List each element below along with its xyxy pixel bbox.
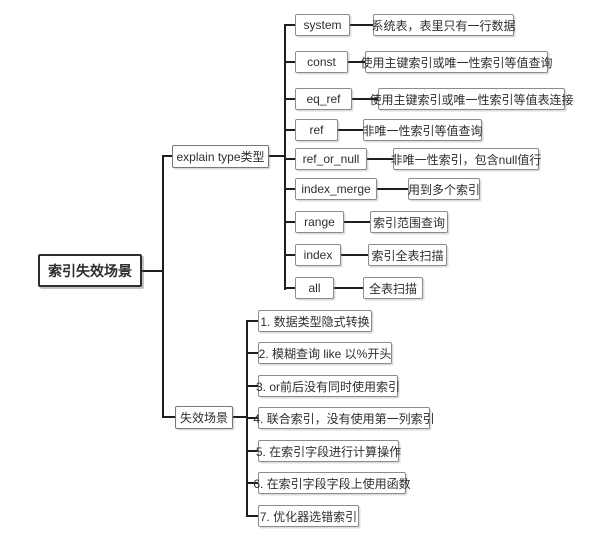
node-desc-ref-or-null[interactable]: 非唯一性索引，包含null值行 [391, 148, 541, 170]
connector-line [162, 155, 164, 418]
node-scenario-4[interactable]: 4. 联合索引，没有使用第一列索引 [253, 407, 435, 429]
node-desc-ref[interactable]: 非唯一性索引等值查询 [363, 119, 483, 141]
node-desc-const[interactable]: 使用主键索引或唯一性索引等值查询 [361, 51, 553, 73]
connector-line [246, 385, 268, 387]
node-term-all[interactable]: all [295, 277, 334, 299]
node-desc-eq-ref[interactable]: 使用主键索引或唯一性索引等值表连接 [370, 88, 574, 110]
node-desc-index-merge[interactable]: 用到多个索引 [408, 178, 480, 200]
node-term-range[interactable]: range [295, 211, 344, 233]
connector-line [225, 416, 248, 418]
connector-line [246, 450, 268, 452]
node-scenario-7[interactable]: 7. 优化器选错索引 [258, 505, 359, 527]
connector-line [162, 416, 182, 418]
node-term-system[interactable]: system [295, 14, 350, 36]
node-scenario-1[interactable]: 1. 数据类型隐式转换 [258, 310, 372, 332]
node-term-index-merge[interactable]: index_merge [295, 178, 377, 200]
node-desc-range[interactable]: 索引范围查询 [370, 211, 448, 233]
connector-line [246, 352, 268, 354]
connector-line [246, 417, 268, 419]
connector-line [246, 482, 268, 484]
node-desc-all[interactable]: 全表扫描 [363, 277, 423, 299]
node-term-const[interactable]: const [295, 51, 348, 73]
node-scenario-6[interactable]: 6. 在索引字段字段上使用函数 [253, 472, 411, 494]
connector-line [284, 24, 286, 290]
node-term-ref-or-null[interactable]: ref_or_null [295, 148, 367, 170]
node-root[interactable]: 索引失效场景 [38, 254, 142, 287]
node-scenario-5[interactable]: 5. 在索引字段进行计算操作 [256, 440, 401, 462]
node-desc-index[interactable]: 索引全表扫描 [368, 244, 447, 266]
node-desc-system[interactable]: 系统表，表里只有一行数据 [372, 14, 516, 36]
node-scenario-3[interactable]: 3. or前后没有同时使用索引 [256, 375, 400, 397]
node-branch-explain-type[interactable]: explain type类型 [172, 145, 269, 168]
node-branch-scenarios[interactable]: 失效场景 [175, 406, 233, 429]
node-term-index[interactable]: index [295, 244, 341, 266]
connector-line [140, 270, 164, 272]
node-term-eq-ref[interactable]: eq_ref [295, 88, 352, 110]
connector-line [246, 515, 268, 517]
connector-line [246, 320, 268, 322]
node-scenario-2[interactable]: 2. 模糊查询 like 以%开头 [258, 342, 392, 364]
node-term-ref[interactable]: ref [295, 119, 338, 141]
